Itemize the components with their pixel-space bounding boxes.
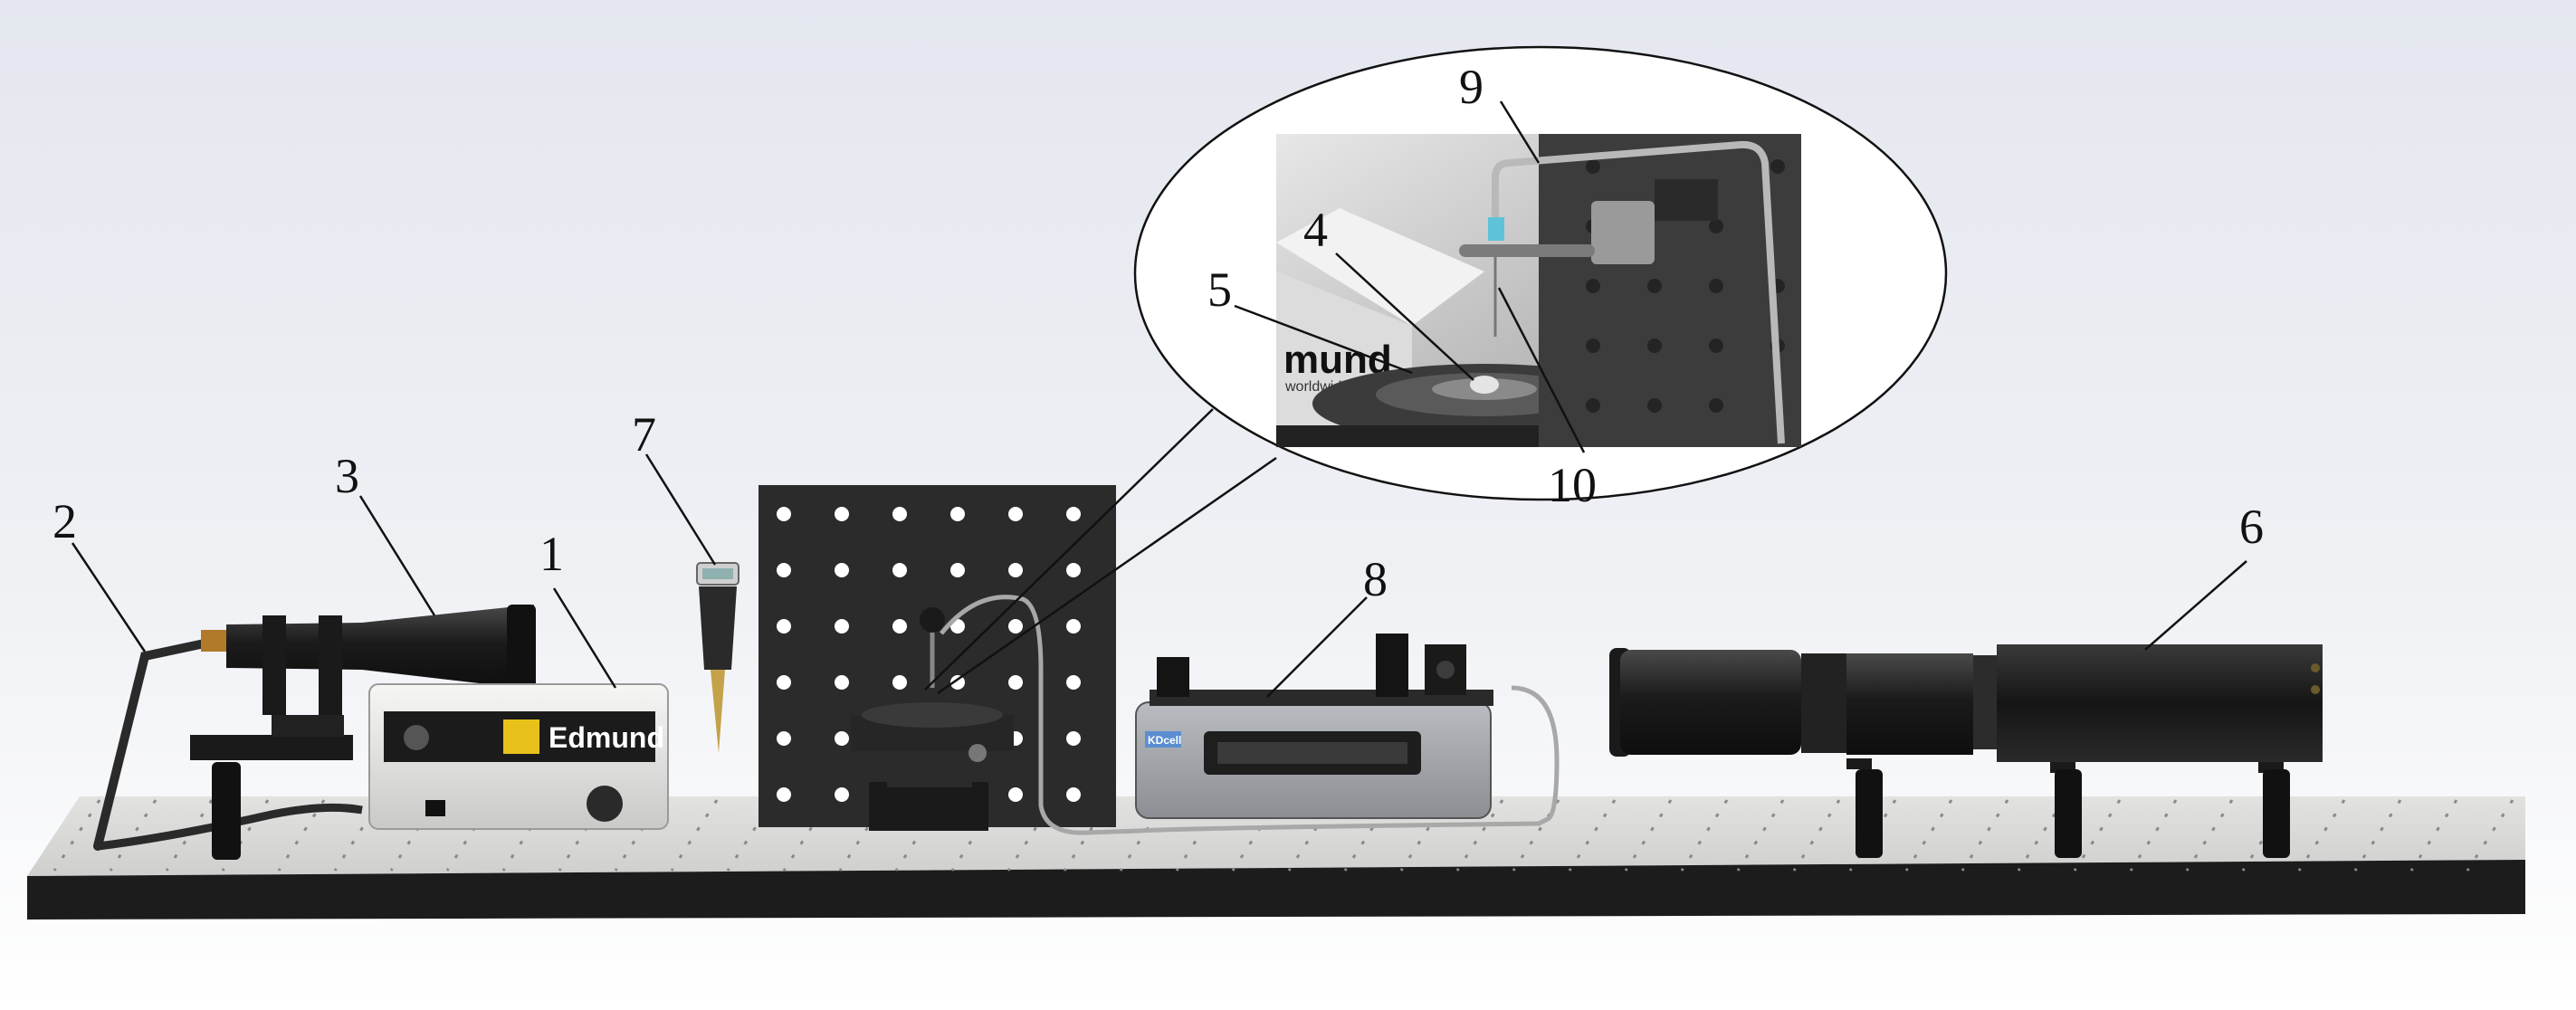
panel-hole	[777, 619, 791, 634]
panel-hole	[1008, 619, 1023, 634]
label-3: 3	[335, 449, 359, 503]
panel-hole	[1066, 787, 1081, 802]
dispensing-needle	[696, 562, 739, 753]
panel-hole	[1066, 731, 1081, 746]
panel-hole	[1008, 787, 1023, 802]
panel-hole	[835, 731, 849, 746]
pump-logo: KDcell	[1148, 734, 1181, 747]
panel-hole	[1008, 675, 1023, 690]
label-7: 7	[632, 407, 656, 462]
panel-hole	[835, 675, 849, 690]
panel-hole	[1066, 619, 1081, 634]
panel-hole	[892, 619, 907, 634]
panel-hole	[777, 675, 791, 690]
panel-hole	[1066, 507, 1081, 521]
panel-hole	[835, 507, 849, 521]
callout-leader-lines	[71, 100, 2247, 698]
panel-hole	[1008, 563, 1023, 577]
panel-hole	[892, 675, 907, 690]
panel-hole	[950, 563, 965, 577]
panel-hole	[1008, 507, 1023, 521]
panel-hole	[835, 619, 849, 634]
panel-hole	[892, 563, 907, 577]
panel-hole	[835, 787, 849, 802]
camera-with-zoom-lens	[1609, 644, 2323, 858]
light-source-brand-text: Edmund	[549, 721, 664, 754]
sample-stage	[851, 607, 1014, 831]
label-4: 4	[1303, 203, 1328, 257]
label-1: 1	[539, 527, 564, 581]
label-10: 10	[1548, 458, 1597, 512]
zoom-line-right	[937, 456, 1277, 695]
callout-labels: 1 2 3 4 5 6 7 8 9 10	[52, 60, 2264, 606]
label-2: 2	[52, 494, 77, 548]
syringe-pump: KDcell	[1135, 634, 1493, 819]
label-9: 9	[1459, 60, 1484, 114]
panel-hole	[777, 731, 791, 746]
panel-hole	[1066, 563, 1081, 577]
panel-hole	[892, 507, 907, 521]
panel-hole	[777, 787, 791, 802]
zoom-line-left	[924, 408, 1214, 691]
panel-hole	[777, 507, 791, 521]
telecentric-illuminator	[190, 605, 536, 860]
fluid-tubing	[940, 595, 1560, 835]
panel-hole	[835, 563, 849, 577]
panel-hole	[1066, 675, 1081, 690]
panel-hole	[950, 675, 965, 690]
label-8: 8	[1363, 552, 1388, 606]
label-6: 6	[2239, 500, 2264, 554]
panel-hole	[950, 507, 965, 521]
light-source-box: Edmund	[368, 683, 669, 830]
label-5: 5	[1207, 262, 1232, 317]
light-guide	[93, 630, 363, 851]
panel-hole	[777, 563, 791, 577]
inset-magnified-view: mund worldwide	[1133, 45, 1948, 501]
